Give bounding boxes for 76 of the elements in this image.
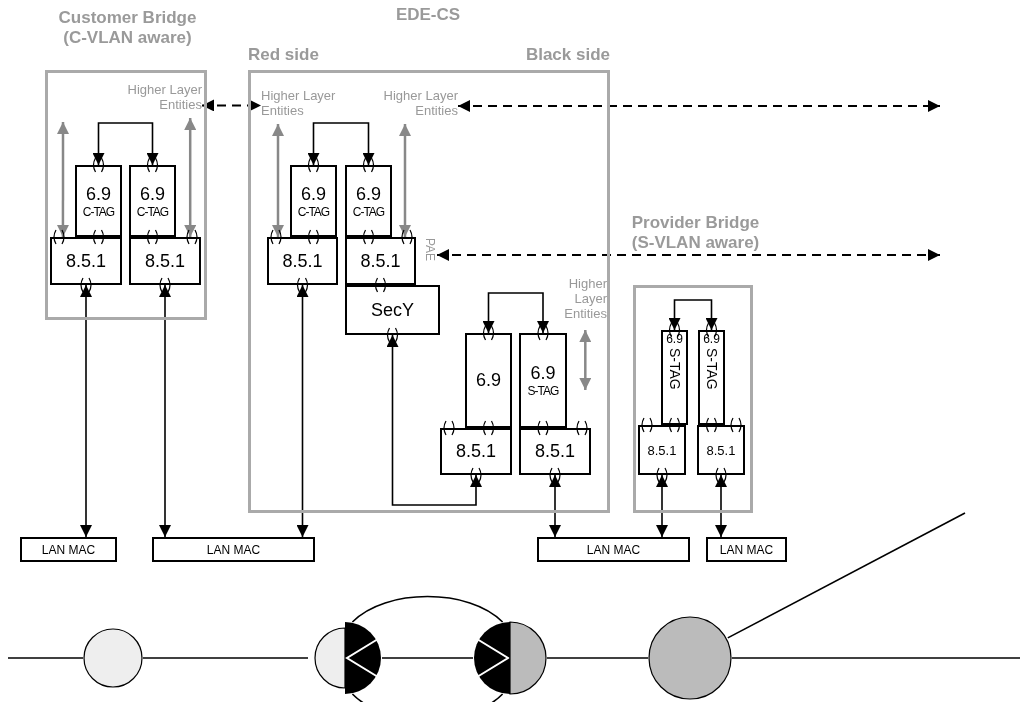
group-heading: Provider Bridge (S-VLAN aware)	[630, 213, 761, 253]
entity-label: Higher Layer Entities	[362, 88, 458, 124]
mac-box: LAN MAC	[706, 537, 787, 562]
arrow	[80, 284, 92, 538]
protocol-block: 8.5.1	[638, 425, 686, 475]
arrow	[272, 124, 284, 237]
arrow	[201, 99, 262, 112]
clause-number: 6.9	[86, 183, 111, 205]
protocol-block: 8.5.1	[440, 428, 512, 475]
entity-label: Higher Layer Entities	[545, 276, 607, 330]
arrow	[92, 122, 159, 166]
port-label: PAE	[421, 238, 437, 272]
link-line	[546, 657, 649, 659]
tag-label: S-TAG	[527, 384, 559, 398]
link-line	[731, 657, 1021, 659]
clause-number: 6.9	[476, 370, 501, 391]
protocol-block: 8.5.1	[697, 425, 745, 475]
link-line	[381, 657, 474, 659]
link-line	[7, 657, 84, 659]
group-heading: Customer Bridge (C-VLAN aware)	[57, 8, 198, 48]
protocol-block: SecY	[345, 285, 440, 335]
protocol-block	[345, 165, 392, 237]
arrow	[184, 118, 197, 237]
arrow	[715, 474, 727, 538]
clause-number: 6.9	[140, 183, 165, 205]
tag-label: C-TAG	[82, 204, 115, 219]
protocol-block	[129, 165, 176, 237]
protocol-block: 8.5.1	[519, 428, 591, 475]
entity-label: Higher Layer Entities	[100, 82, 202, 118]
arrow	[56, 122, 69, 237]
link-line	[727, 512, 966, 639]
arrow	[668, 299, 718, 331]
tag-label: C-TAG	[352, 204, 385, 219]
arrow	[549, 474, 561, 538]
clause-number: 6.9	[301, 183, 326, 205]
tag-label: C-TAG	[136, 204, 169, 219]
half-circle-node	[473, 621, 547, 695]
clause-number: 6.9	[356, 183, 381, 205]
arrow	[399, 124, 411, 237]
arrow	[436, 249, 941, 261]
protocol-block	[465, 333, 512, 428]
arrow	[159, 284, 171, 538]
mac-box: LAN MAC	[152, 537, 315, 562]
circle-node	[648, 616, 732, 700]
arrow	[482, 292, 549, 334]
group-heading: EDE-CS	[394, 5, 462, 25]
protocol-block	[698, 330, 725, 425]
group-heading: Red side	[248, 45, 320, 65]
tag-label: S-TAG	[703, 348, 720, 390]
link-line	[142, 657, 309, 659]
protocol-block	[290, 165, 337, 237]
clause-number: 6.9	[666, 332, 683, 346]
mac-box: LAN MAC	[537, 537, 690, 562]
arrow	[307, 122, 375, 166]
clause-number: 6.9	[703, 332, 720, 346]
mac-box: LAN MAC	[20, 537, 117, 562]
protocol-block	[661, 330, 688, 425]
tag-label: S-TAG	[666, 348, 683, 390]
arrow	[457, 100, 941, 112]
protocol-block: 8.5.1	[345, 237, 416, 285]
arrow	[296, 284, 309, 538]
protocol-block	[75, 165, 122, 237]
link-line	[351, 693, 504, 702]
group-heading: Black side	[524, 45, 610, 65]
protocol-block	[519, 333, 567, 428]
arrow	[656, 474, 668, 538]
circle-node	[83, 628, 143, 688]
protocol-block: 8.5.1	[267, 237, 338, 285]
tag-label: C-TAG	[297, 204, 330, 219]
arrow	[579, 330, 592, 390]
arrow	[386, 334, 482, 506]
link-line	[351, 595, 504, 623]
clause-number: 6.9	[530, 363, 556, 384]
entity-label: Higher Layer Entities	[261, 88, 361, 124]
protocol-block: 8.5.1	[50, 237, 122, 285]
protocol-block: 8.5.1	[129, 237, 201, 285]
